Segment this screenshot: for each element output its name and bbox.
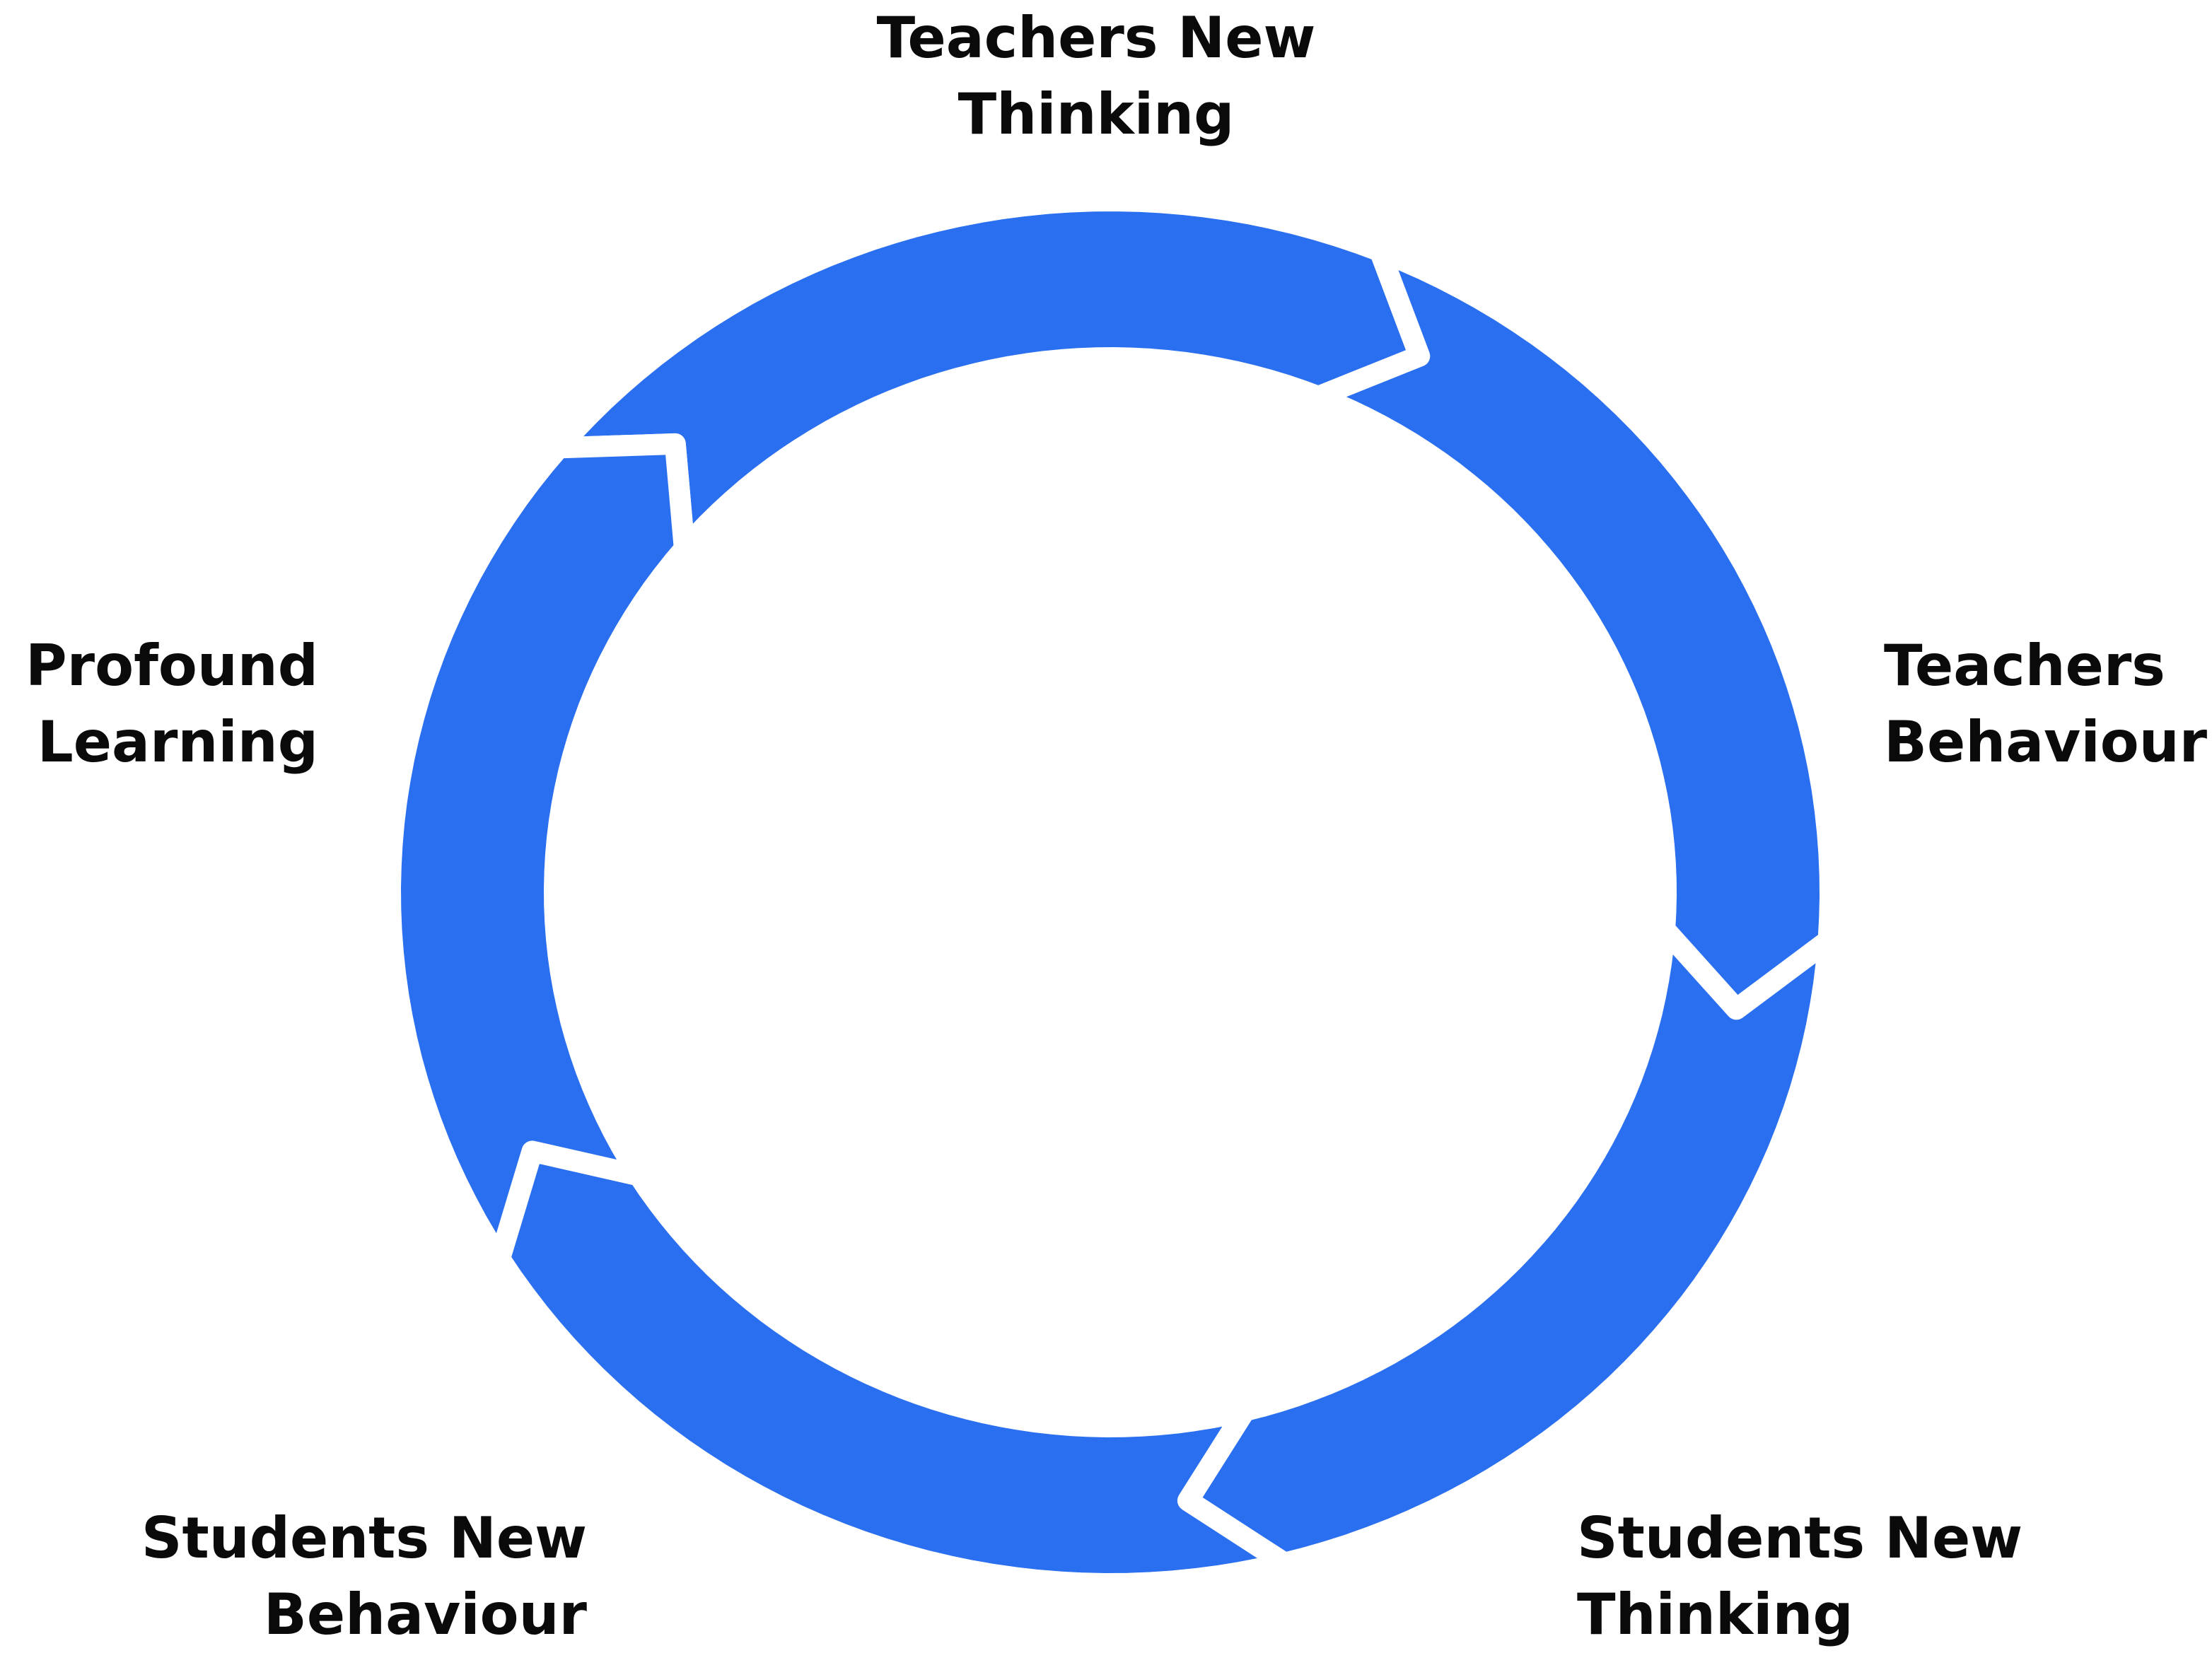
stage-label-line1: Teachers New: [876, 5, 1316, 71]
stage-label-teachers-behaviour: Teachers Behaviour: [1884, 628, 2208, 781]
stage-label-teachers-new-thinking: Teachers New Thinking: [820, 0, 1372, 153]
cycle-arrow-segment-2: [1308, 240, 1841, 1020]
stage-label-line2: Thinking: [957, 81, 1235, 147]
stage-label-line2: Behaviour: [263, 1582, 587, 1647]
stage-label-profound-learning: Profound Learning: [7, 628, 318, 781]
stage-label-line1: Students New: [141, 1505, 587, 1571]
stage-label-line1: Teachers: [1884, 633, 2165, 699]
stage-label-line1: Students New: [1577, 1505, 2023, 1571]
cycle-arrow-segment-3: [1177, 918, 1839, 1574]
cycle-arrow-segment-4: [489, 1140, 1296, 1594]
cycle-arrow-segment-5: [380, 433, 695, 1270]
stage-label-students-new-thinking: Students New Thinking: [1577, 1500, 2157, 1653]
cycle-ring: [380, 190, 1841, 1594]
stage-label-line2: Learning: [37, 709, 318, 775]
stage-label-line1: Profound: [25, 633, 318, 699]
stage-label-line2: Behaviour: [1884, 709, 2208, 775]
stage-label-students-new-behaviour: Students New Behaviour: [14, 1500, 587, 1653]
stage-label-line2: Thinking: [1577, 1582, 1853, 1647]
